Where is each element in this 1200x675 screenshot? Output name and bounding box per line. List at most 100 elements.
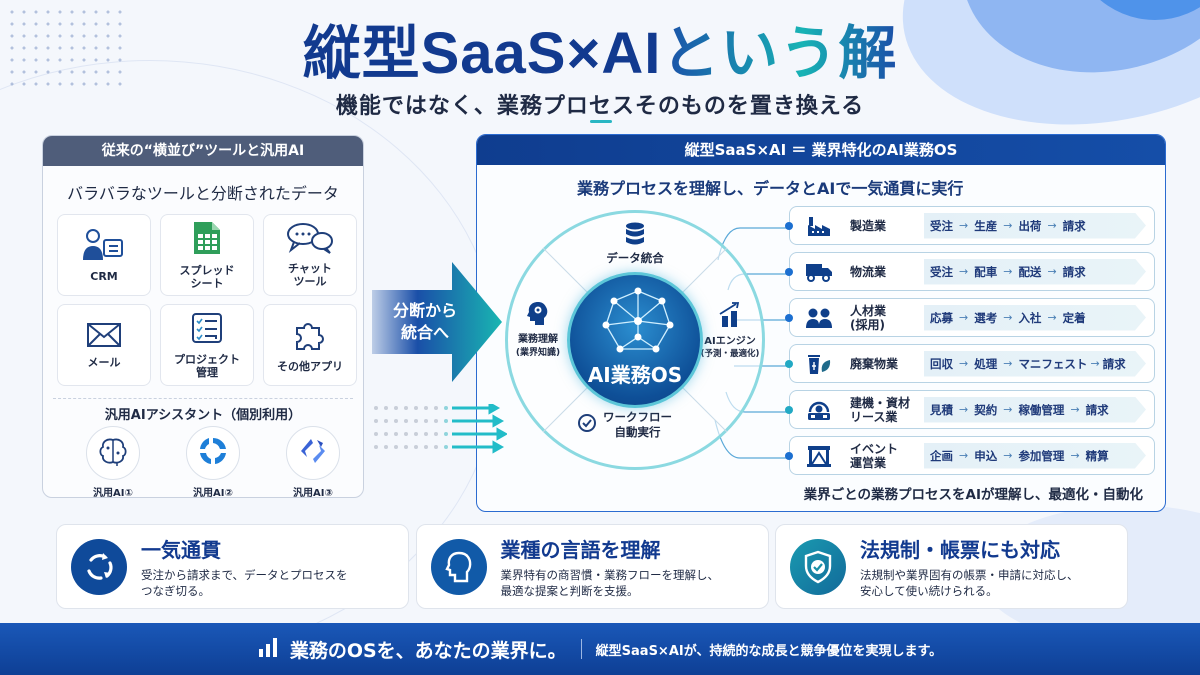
process-step: 企画: [930, 448, 953, 463]
hub-label: AIエンジン: [704, 336, 756, 347]
process-step: 請求: [1062, 264, 1086, 279]
hub-segment-ai-engine: AIエンジン (予測・最適化): [695, 302, 765, 359]
process-flow: 受注→配車→配送→請求: [924, 258, 1146, 285]
industry-name: 製造業: [850, 218, 887, 233]
hub-label: ワークフロー: [603, 410, 672, 424]
tool-label: その他アプリ: [277, 359, 343, 373]
chat-icon: [286, 222, 334, 258]
ai-assistant-1: 汎用AI①: [83, 426, 143, 498]
feature-description: 最適な提案と判断を支援。: [500, 584, 639, 598]
industry-name: 建機・資材 リース業: [850, 395, 911, 424]
title-accent: という解: [661, 21, 898, 86]
factory-icon: [804, 215, 834, 237]
puzzle-icon: [293, 318, 327, 356]
industry-row-logistics: 物流業 受注→配車→配送→請求: [785, 252, 1155, 291]
process-step: 参加管理: [1018, 448, 1065, 463]
feature-card-compliance: 法規制・帳票にも対応法規制や業界固有の帳票・申請に対応し、安心して使い続けられる…: [775, 524, 1128, 609]
ai-assistant-2: 汎用AI②: [183, 426, 243, 498]
process-flow: 見積→契約→稼働管理→請求: [924, 396, 1146, 423]
hub-label: 自動実行: [614, 425, 661, 439]
data-stream: [372, 401, 509, 458]
checklist-icon: [190, 311, 224, 349]
brain-icon: [97, 435, 129, 471]
database-icon: [585, 222, 685, 250]
tool-project: プロジェクト 管理: [160, 304, 254, 386]
ai-os-hub: データ統合 業務理解 (業界知識) AIエンジン (予測・最適化) ワークフロー…: [505, 210, 765, 470]
tool-label: プロジェクト 管理: [174, 353, 240, 379]
arrow-right-icon: [372, 262, 502, 382]
people-icon: [804, 307, 834, 329]
process-step: 稼働管理: [1018, 402, 1065, 417]
feature-card-industry-language: 業種の言語を理解業界特有の商習慣・業務フローを理解し、最適な提案と判断を支援。: [415, 524, 769, 609]
feature-title: 一気通貫: [141, 538, 221, 562]
recycle-bin-icon: [804, 352, 834, 376]
bar-chart-icon: [258, 636, 280, 662]
process-flow: 応募→選考→入社→定着: [924, 304, 1146, 331]
feature-card-end-to-end: 一気通貫受注から請求まで、データとプロセスをつなぎ切る。: [56, 524, 409, 609]
network-icon: [602, 287, 674, 353]
arrow-label: 統合へ: [400, 323, 449, 342]
subtitle-underline: [590, 120, 612, 123]
feature-title: 業種の言語を理解: [500, 538, 661, 562]
tool-other-apps: その他アプリ: [263, 304, 357, 386]
process-step: 出荷: [1018, 218, 1042, 233]
legacy-panel-heading: 従来の“横並び”ツールと汎用AI: [43, 136, 363, 166]
integration-arrow: 分断から統合へ: [372, 262, 502, 382]
connector-dot: [785, 314, 793, 322]
hub-label: 業務理解: [518, 334, 558, 345]
hub-segment-workflow: ワークフロー自動実行: [577, 410, 707, 440]
process-step: 受注: [930, 264, 953, 279]
process-step: マニフェスト: [1018, 356, 1088, 371]
process-step: 処理: [974, 356, 998, 371]
growth-chart-icon: [695, 302, 765, 332]
tool-grid: CRM スプレッド シート チャット ツール メール プロジェクト 管理 その他…: [57, 214, 357, 386]
arrow-label: 分断から: [392, 301, 457, 320]
divider: [53, 398, 353, 399]
crm-icon: [82, 228, 126, 266]
connector-dot: [785, 452, 793, 460]
cycle-icon: [71, 538, 127, 595]
hub-core-label: AI業務OS: [587, 363, 683, 387]
process-step: 見積: [930, 402, 953, 417]
industry-list: 製造業 受注→生産→出荷→請求 物流業 受注→配車→配送→請求 人材業 (採用)…: [785, 206, 1155, 482]
process-step: 精算: [1085, 448, 1109, 463]
feature-description: つなぎ切る。: [141, 584, 210, 598]
industry-name: 人材業 (採用): [850, 303, 887, 332]
vertical-panel-note: 業界ごとの業務プロセスをAIが理解し、最適化・自動化: [803, 487, 1143, 503]
process-step: 請求: [1062, 218, 1086, 233]
tool-label: スプレッド シート: [179, 264, 235, 290]
title-main: 縦型SaaS×AI: [302, 21, 662, 86]
ai-assistant-label: 汎用AI③: [293, 488, 333, 498]
connector-dot: [785, 268, 793, 276]
ai-assistant-label: 汎用AI①: [93, 488, 133, 498]
connector-dot: [785, 406, 793, 414]
event-stage-icon: [804, 444, 834, 468]
process-step: 配車: [974, 264, 998, 279]
feature-description: 安心して使い続けられる。: [860, 584, 998, 598]
swirl-icon: [197, 435, 229, 471]
ai-assistant-3: 汎用AI③: [283, 426, 343, 498]
industry-name: 廃棄物業: [850, 356, 899, 371]
industry-row-events: イベント 運営業 企画→申込→参加管理→精算: [785, 436, 1155, 475]
hub-core: AI業務OS: [567, 272, 703, 408]
process-flow: 企画→申込→参加管理→精算: [924, 442, 1146, 469]
tool-chat: チャット ツール: [263, 214, 357, 296]
feature-description: 受注から請求まで、データとプロセスを: [141, 568, 348, 582]
ai-assistant-list: 汎用AI① 汎用AI② 汎用AI③: [83, 426, 343, 498]
legacy-panel-subheading: バラバラなツールと分断されたデータ: [67, 184, 339, 203]
footer-message: 縦型SaaS×AIが、持続的な成長と競争優位を実現します。: [595, 643, 943, 659]
industry-row-equipment-lease: 建機・資材 リース業 見積→契約→稼働管理→請求: [785, 390, 1155, 429]
process-step: 定着: [1062, 310, 1086, 325]
head-icon: [430, 538, 487, 595]
footer-banner: 業務のOSを、あなたの業界に。 縦型SaaS×AIが、持続的な成長と競争優位を実…: [0, 623, 1200, 675]
legacy-tools-panel: 従来の“横並び”ツールと汎用AI バラバラなツールと分断されたデータ CRM ス…: [42, 135, 364, 498]
hub-sublabel: (業界知識): [515, 348, 561, 358]
process-step: 生産: [974, 218, 998, 233]
diamond-icon: [297, 435, 329, 471]
hub-segment-data: データ統合: [585, 222, 685, 266]
ai-assistant-label: 汎用AI②: [193, 488, 233, 498]
feature-cards: 一気通貫受注から請求まで、データとプロセスをつなぎ切る。 業種の言語を理解業界特…: [56, 524, 1128, 609]
hub-label: データ統合: [606, 251, 664, 265]
ai-assistant-heading: 汎用AIアシスタント（個別利用）: [104, 408, 302, 423]
construction-machine-icon: [804, 398, 834, 422]
